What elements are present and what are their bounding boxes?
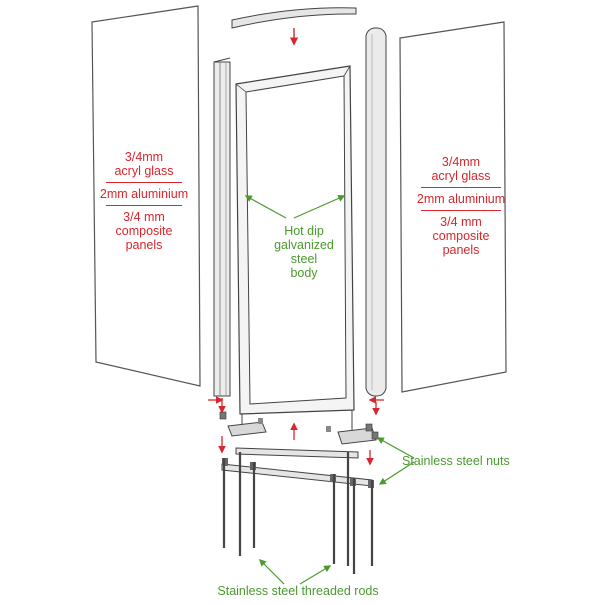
top-cap [231, 7, 357, 29]
threaded-rods-label: Stainless steel threaded rods [217, 584, 379, 598]
right-panel-materials: 3/4mm acryl glass 2mm aluminium 3/4 mm c… [404, 155, 518, 257]
body-callout-arrows [244, 195, 346, 219]
right-material-composite: 3/4 mm composite panels [432, 215, 490, 257]
left-material-composite: 3/4 mm composite panels [115, 210, 173, 252]
steel-body-label: Hot dip galvanized steel body [274, 224, 334, 280]
right-material-aluminium: 2mm aluminium [416, 192, 506, 206]
left-divider-1 [106, 182, 182, 183]
right-material-acryl: 3/4mm acryl glass [431, 155, 491, 183]
nut-blocks [219, 411, 379, 440]
right-divider-2 [421, 210, 501, 211]
right-divider-1 [421, 187, 501, 188]
threaded-rod-assembly [221, 447, 374, 574]
left-profile [213, 57, 231, 397]
nuts-callout-arrows [376, 437, 415, 485]
rods-callout-arrows [258, 558, 332, 585]
left-panel [91, 5, 201, 387]
left-material-acryl: 3/4mm acryl glass [114, 150, 174, 178]
stainless-nuts-label: Stainless steel nuts [402, 454, 510, 468]
left-material-aluminium: 2mm aluminium [99, 187, 189, 201]
base-plates [227, 418, 377, 445]
left-divider-2 [106, 205, 182, 206]
right-panel [399, 21, 507, 393]
left-panel-materials: 3/4mm acryl glass 2mm aluminium 3/4 mm c… [96, 150, 192, 252]
right-profile [365, 27, 387, 397]
assembly-arrows [208, 396, 384, 466]
steel-body-frame [235, 65, 355, 432]
